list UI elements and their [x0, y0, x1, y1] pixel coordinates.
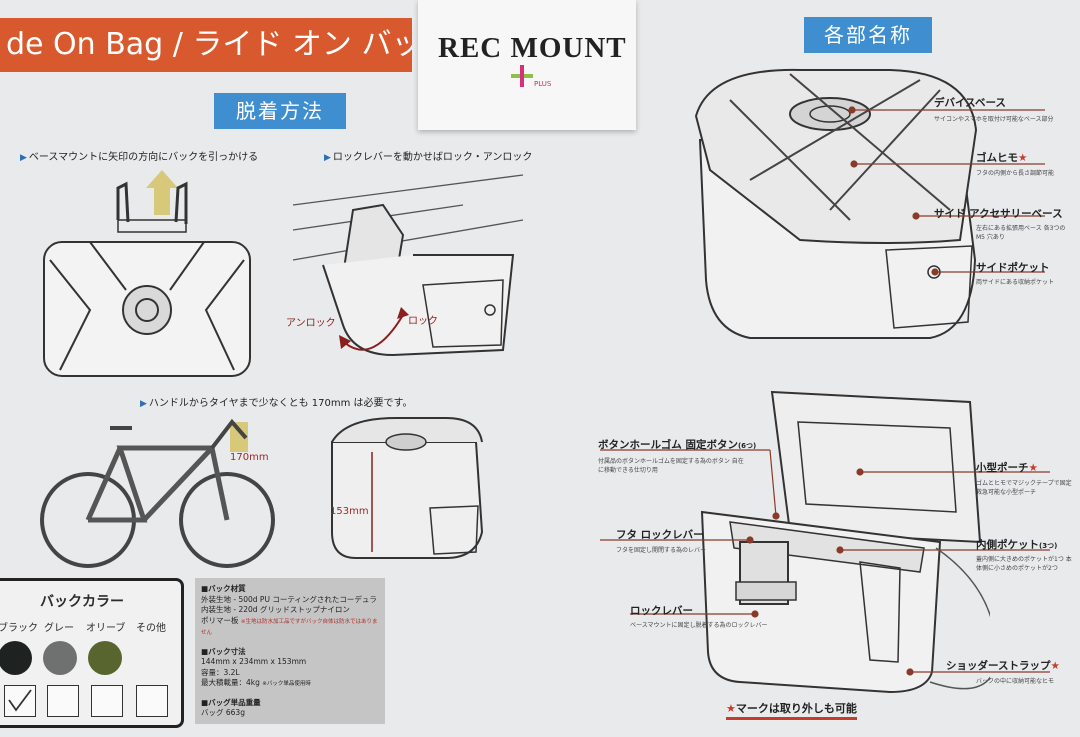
check-icon	[8, 689, 32, 712]
part-label-device-base: デバイスベース	[934, 97, 1006, 109]
spec-outer: 外装生地 - 500d PU コーティングされたコーデュラ	[201, 594, 377, 604]
dimension-153: 153mm	[330, 506, 369, 517]
plus-logo-icon	[511, 65, 533, 87]
bag-side-illustration	[331, 417, 484, 559]
brand-logo-text: REC MOUNT	[438, 32, 627, 64]
bag-mount-illustration	[43, 170, 251, 377]
part-desc-button-fastener: 付属品のボタンホールゴムを固定する為のボタン 自在に移動できる仕切り用	[598, 458, 744, 474]
color-checkbox-black[interactable]	[4, 685, 36, 717]
removable-star-icon: ★	[726, 702, 736, 715]
spec-frame: ポリマー板 ※生地は防水加工品ですがバック自体は防水ではありません	[201, 615, 378, 637]
spec-max-load-note: ※バック単品使用時	[262, 681, 311, 687]
step-3-caption: ▶ハンドルからタイヤまで少なくとも 170mm は必要です。	[140, 398, 413, 409]
product-title-banner: de On Bag / ライド オン バッグ	[0, 18, 412, 72]
product-title: de On Bag / ライド オン バッグ	[6, 27, 412, 62]
part-label-elastic-cord: ゴムヒモ★	[976, 152, 1028, 164]
part-label-shoulder-strap: ショッダーストラップ★	[946, 660, 1060, 672]
part-leader-lines	[600, 106, 1050, 676]
part-label-lock-lever: ロックレバー	[630, 605, 693, 617]
part-label-lid-lock-lever: フタ ロックレバー	[616, 529, 704, 541]
section-title-parts: 各部名称	[804, 17, 932, 53]
part-desc-side-pocket: 両サイドにある収納ポケット	[976, 279, 1055, 286]
spec-weight-heading: ■バッグ単品重量	[201, 697, 261, 707]
removable-star-icon: ★	[1018, 152, 1028, 164]
color-swatch-olive[interactable]	[88, 641, 122, 675]
color-swatch-black[interactable]	[0, 641, 32, 675]
brand-logo-card: REC MOUNT PLUS	[418, 0, 636, 130]
part-label-button-fastener: ボタンホールゴム 固定ボタン(6つ)	[598, 439, 757, 451]
spec-size: 144mm x 234mm x 153mm	[201, 657, 307, 666]
spec-inner: 内装生地 - 220d グリッドストップナイロン	[201, 605, 350, 614]
color-checkbox-olive[interactable]	[91, 685, 123, 717]
part-desc-side-accessory-base: 左右にある拡張用ベース 各3つのM5 穴あり	[976, 225, 1066, 241]
step-2-caption: ▶ロックレバーを動かせばロック・アンロック	[324, 152, 533, 163]
part-label-inner-pocket: 内側ポケット(3つ)	[976, 539, 1058, 551]
part-desc-lock-lever: ベースマウントに固定し脱着する為のロックレバー	[630, 622, 768, 629]
step-2-text: ロックレバーを動かせばロック・アンロック	[332, 152, 533, 163]
spec-max-load: 最大積載量：4kg ※バック単品使用時	[201, 678, 311, 687]
part-desc-elastic-cord: フタの内側から長さ調節可能	[976, 170, 1055, 177]
spec-material-heading: ■バック材質	[201, 584, 246, 593]
color-name-other: その他	[136, 623, 166, 634]
step-1-caption: ▶ベースマウントに矢印の方向にバックを引っかける	[20, 152, 259, 163]
step-1-text: ベースマウントに矢印の方向にバックを引っかける	[28, 152, 259, 163]
color-checkbox-gray[interactable]	[47, 685, 79, 717]
spec-volume: 容量：3.2L	[201, 667, 240, 677]
spec-material-note: ※生地は防水加工品ですがバック自体は防水ではありません	[201, 618, 378, 637]
spec-size-heading: ■バック寸法	[201, 646, 246, 656]
part-label-side-accessory-base: サイド アクセサリーベース	[934, 208, 1063, 220]
part-label-side-pocket: サイドポケット	[976, 262, 1050, 274]
color-name-gray: グレー	[44, 623, 74, 634]
color-name-black: ブラック	[0, 623, 38, 634]
part-desc-shoulder-strap: バックの中に収納可能なヒモ	[976, 678, 1055, 685]
spec-weight: バッグ 663g	[201, 708, 245, 717]
section-title-attach: 脱着方法	[214, 93, 346, 129]
color-checkbox-other[interactable]	[136, 685, 168, 717]
brand-logo-sub: PLUS	[534, 80, 552, 88]
step-3-text: ハンドルからタイヤまで少なくとも 170mm は必要です。	[148, 398, 413, 409]
part-desc-inner-pocket: 蓋内側に大きめのポケットが1つ 本体側に小さめのポケットが2つ	[976, 556, 1072, 572]
dimension-170: 170mm	[230, 452, 269, 463]
color-swatch-gray[interactable]	[43, 641, 77, 675]
bag-closed-illustration	[694, 68, 978, 339]
unlock-label: アンロック	[286, 318, 336, 329]
part-desc-small-pouch: ゴムとヒモでマジックテープで固定 救急可能な小型ポーチ	[976, 480, 1072, 496]
bicycle-illustration	[40, 418, 275, 568]
part-desc-lid-lock-lever: フタを固定し開閉する為のレバー	[616, 547, 707, 554]
color-name-olive: オリーブ	[86, 623, 126, 634]
lock-lever-illustration	[292, 174, 524, 357]
removable-star-icon: ★	[1050, 660, 1060, 672]
spec-panel: ■バック材質 外装生地 - 500d PU コーティングされたコーデュラ 内装生…	[195, 578, 385, 724]
part-desc-device-base: サイコンやスマホを取付け可能なベース部分	[934, 116, 1054, 123]
lock-label: ロック	[408, 316, 438, 327]
bag-open-illustration	[700, 390, 990, 694]
bag-color-title: バックカラー	[40, 594, 124, 610]
bag-color-panel: バックカラー ブラック グレー オリーブ その他	[0, 578, 184, 728]
removable-star-icon: ★	[1028, 462, 1038, 474]
part-label-small-pouch: 小型ポーチ★	[976, 462, 1038, 474]
removable-footnote: ★マークは取り外しも可能	[726, 700, 857, 720]
